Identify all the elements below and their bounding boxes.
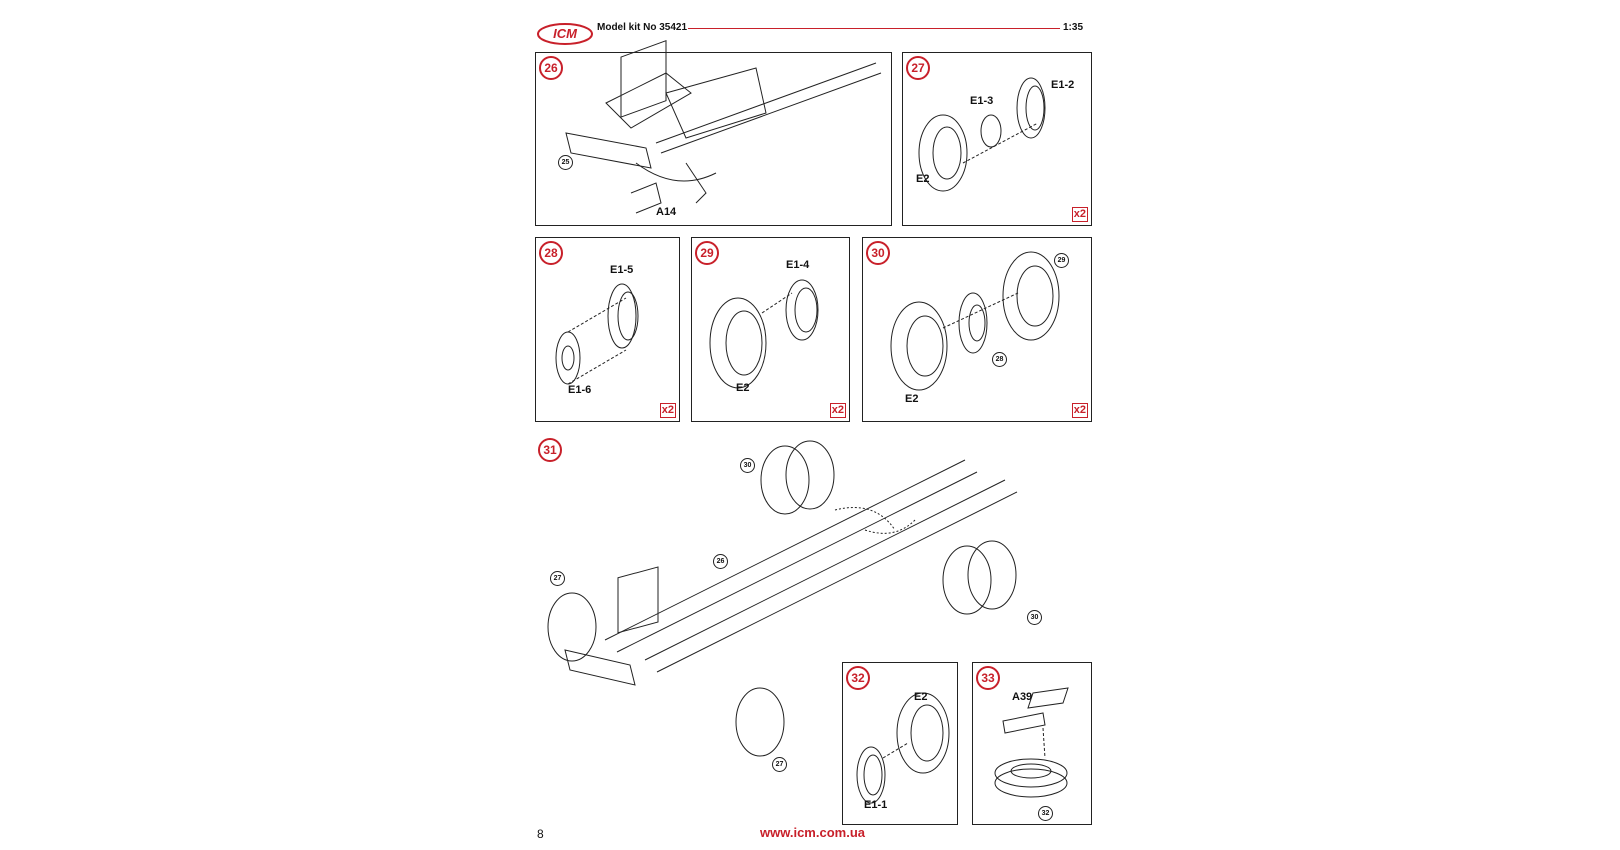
step-27-panel: 27 E1-3 E1-2 E2 x2: [902, 52, 1092, 226]
ref-circle-30-right: 30: [1027, 610, 1042, 625]
step-32-panel: 32 E2 E1-1: [842, 662, 958, 825]
dual-wheel-drawing: [890, 251, 1060, 391]
step-number: 26: [539, 56, 563, 80]
ref-circle-29: 29: [1054, 253, 1069, 268]
part-label-a14: A14: [656, 206, 677, 218]
part-label-a39: A39: [1012, 691, 1033, 703]
step-number: 28: [539, 241, 563, 265]
wheel-assembly-drawing: [918, 77, 1046, 192]
step-30-panel: 30 E2 29 28 x2: [862, 237, 1092, 422]
part-label-e1-4: E1-4: [786, 259, 810, 271]
part-label-e1-3: E1-3: [970, 95, 994, 107]
part-label-e2: E2: [736, 382, 750, 394]
ref-circle-27-bottom: 27: [772, 757, 787, 772]
ref-circle-26: 26: [713, 554, 728, 569]
part-label-e2: E2: [914, 691, 928, 703]
part-label-e2: E2: [916, 173, 930, 185]
quantity-badge: x2: [1071, 403, 1088, 418]
ref-circle-25: 25: [558, 155, 573, 170]
chassis-front-drawing: [565, 40, 882, 214]
header-rule: [688, 28, 1060, 29]
part-label-e1-2: E1-2: [1051, 79, 1075, 91]
step-number: 29: [695, 241, 719, 265]
step-number: 30: [866, 241, 890, 265]
ref-circle-30-top: 30: [740, 458, 755, 473]
website-link[interactable]: www.icm.com.ua: [760, 825, 865, 840]
ref-circle-32: 32: [1038, 806, 1053, 821]
logo-graphic: ICM: [537, 23, 593, 45]
logo-text: ICM: [553, 26, 578, 41]
step-number: 27: [906, 56, 930, 80]
part-label-e1-6: E1-6: [568, 384, 592, 396]
quantity-badge: x2: [659, 403, 676, 418]
icm-logo: ICM: [536, 20, 594, 50]
part-label-e1-1: E1-1: [864, 799, 888, 811]
scale-label: 1:35: [1063, 22, 1084, 33]
step-number: 32: [846, 666, 870, 690]
step-26-panel: 26 A14 25: [535, 40, 892, 226]
quantity-badge: x2: [1071, 207, 1088, 222]
step-33-panel: 33 A39 32: [972, 662, 1092, 825]
part-label-e2: E2: [905, 393, 919, 405]
full-chassis-drawing: [547, 440, 1018, 757]
quantity-badge: x2: [829, 403, 846, 418]
part-label-e1-5: E1-5: [610, 264, 634, 276]
step-31-number: 31: [538, 438, 562, 462]
step-number: 33: [976, 666, 1000, 690]
page-number: 8: [537, 827, 544, 841]
model-kit-label: Model kit No 35421: [597, 22, 688, 33]
step-28-panel: 28 E1-5 E1-6 x2: [535, 237, 680, 422]
hub-drawing: [555, 283, 639, 385]
spare-carrier-drawing: [994, 687, 1069, 798]
ref-circle-28: 28: [992, 352, 1007, 367]
spare-wheel-drawing: [856, 692, 950, 804]
ref-circle-27-left: 27: [550, 571, 565, 586]
step-29-panel: 29 E1-4 E2 x2: [691, 237, 850, 422]
tyre-drawing: [709, 279, 819, 389]
